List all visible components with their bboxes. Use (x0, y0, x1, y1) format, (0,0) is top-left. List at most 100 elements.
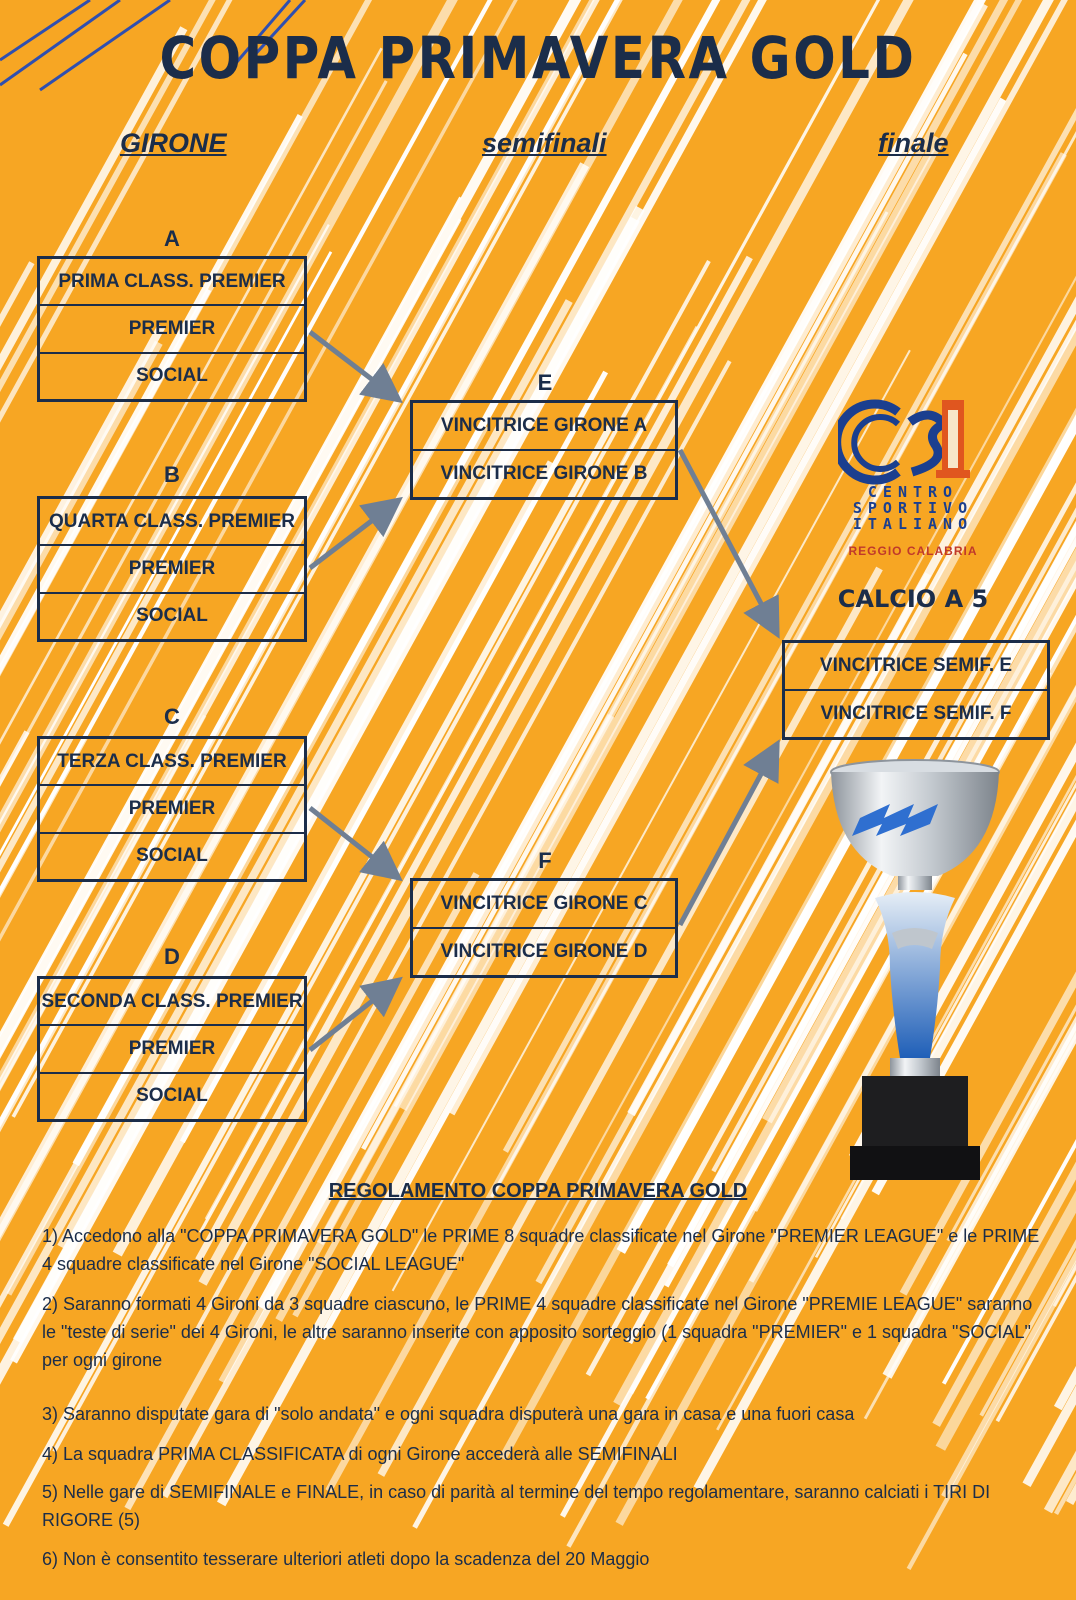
background-stripe (0, 162, 590, 1239)
csi-logo-icon (838, 399, 970, 485)
background-stripe (13, 205, 645, 1344)
group-b-premier: PREMIER (40, 546, 304, 594)
background-stripe (449, 0, 1068, 1116)
rule-3: 3) Saranno disputate gara di "solo andat… (42, 1404, 855, 1424)
group-box-b: QUARTA CLASS. PREMIER PREMIER SOCIAL (37, 496, 307, 642)
group-box-d: SECONDA CLASS. PREMIER PREMIER SOCIAL (37, 976, 307, 1122)
background-stripe (10, 0, 767, 1364)
background-stripe (0, 218, 462, 1059)
background-stripe (193, 360, 732, 1333)
background-stripe (124, 872, 480, 1511)
background-stripe (6, 425, 489, 1296)
group-letter-d: D (164, 944, 180, 969)
background-stripe (179, 370, 609, 1144)
background-stripe (0, 224, 330, 825)
background-stripe (941, 1249, 1076, 1498)
semifinal-e-team-2: VINCITRICE GIRONE B (440, 463, 648, 484)
group-c-seed: TERZA CLASS. PREMIER (40, 739, 304, 787)
background-stripe (0, 114, 303, 668)
background-stripe (935, 1190, 1076, 1451)
page-title: COPPA PRIMAVERA GOLD (159, 24, 917, 92)
rule-1: 1) Accedono alla "COPPA PRIMAVERA GOLD" … (42, 1226, 1040, 1274)
background-stripe (195, 255, 753, 1262)
group-letter-a: A (164, 226, 180, 251)
background-stripe (0, 0, 373, 677)
background-stripe (585, 482, 1076, 1377)
background-stripe (502, 107, 1076, 1153)
group-a-premier: PREMIER (40, 306, 304, 354)
background-stripe (0, 26, 188, 371)
background-stripe (0, 251, 333, 857)
semifinal-box-f: VINCITRICE GIRONE C VINCITRICE GIRONE D (410, 878, 678, 978)
background-stripe (863, 1032, 1076, 1420)
rule-6: 6) Non è consentito tesserare ulteriori … (42, 1549, 650, 1569)
background-stripe (941, 1139, 1076, 1385)
column-heading-semifinali: semifinali (482, 128, 607, 158)
background-stripe (1043, 1450, 1076, 1514)
group-b-seed: QUARTA CLASS. PREMIER (40, 499, 304, 547)
semifinal-f-team-2: VINCITRICE GIRONE D (440, 941, 648, 962)
group-d-premier: PREMIER (40, 1026, 304, 1074)
background-stripe (361, 52, 968, 1151)
rule-4: 4) La squadra PRIMA CLASSIFICATA di ogni… (42, 1444, 678, 1464)
background-stripe (377, 566, 883, 1477)
column-heading-girone: GIRONE (120, 128, 227, 158)
logo-text-italiano: ITALIANO (852, 515, 974, 533)
semifinal-f-team-1: VINCITRICE GIRONE C (413, 881, 675, 929)
group-b-social: SOCIAL (136, 605, 208, 627)
semifinal-letter-e: E (537, 370, 553, 395)
background-stripe (391, 349, 911, 1292)
semifinal-letter-f: F (538, 848, 552, 873)
background-stripe (946, 1004, 1076, 1242)
background-stripe (667, 520, 1076, 1268)
background-stripe (932, 1161, 1076, 1427)
background-stripe (871, 819, 1076, 1196)
background-stripe (0, 0, 582, 1057)
final-team-1: VINCITRICE SEMIF. E (785, 643, 1047, 691)
background-stripe (399, 135, 941, 1112)
background-stripe (0, 0, 518, 942)
trophy-icon (830, 759, 1000, 1180)
background-stripe (840, 790, 1076, 1220)
rule-2: 2) Saranno formati 4 Gironi da 3 squadre… (42, 1294, 1033, 1370)
group-letter-b: B (164, 462, 180, 487)
final-team-2: VINCITRICE SEMIF. F (820, 703, 1012, 724)
background-stripe (161, 3, 988, 1499)
background-stripe (748, 685, 1076, 1283)
sport-label: CALCIO A 5 (837, 585, 989, 613)
background-stripe (0, 0, 595, 1082)
background-stripe (204, 325, 698, 1220)
rule-5: 5) Nelle gare di SEMIFINALE e FINALE, in… (42, 1482, 991, 1530)
background-stripe (0, 0, 216, 393)
background-stripe (0, 561, 170, 873)
group-c-social: SOCIAL (136, 845, 208, 867)
background-stripe (0, 0, 233, 423)
logo-city: REGGIO CALABRIA (848, 544, 978, 558)
background-stripe (393, 211, 889, 1108)
column-heading-finale: finale (878, 128, 949, 158)
final-box: VINCITRICE SEMIF. E VINCITRICE SEMIF. F (782, 640, 1050, 740)
background-stripe (0, 299, 573, 1345)
group-a-social: SOCIAL (136, 365, 208, 387)
semifinal-e-team-1: VINCITRICE GIRONE A (413, 403, 675, 451)
group-d-seed: SECONDA CLASS. PREMIER (40, 979, 304, 1027)
background-stripe (412, 319, 1076, 1529)
logo-text-centro: CENTRO (867, 483, 959, 501)
group-box-a: PRIMA CLASS. PREMIER PREMIER SOCIAL (37, 256, 307, 402)
background-stripe (0, 324, 166, 629)
background-stripe (995, 1274, 1076, 1423)
background-stripe (917, 1015, 1076, 1309)
background-stripe (0, 80, 388, 787)
group-a-seed: PRIMA CLASS. PREMIER (40, 259, 304, 307)
background-stripe (693, 791, 1076, 1492)
semifinal-box-e: VINCITRICE GIRONE A VINCITRICE GIRONE B (410, 400, 678, 500)
logo-text-sportivo: SPORTIVO (852, 499, 974, 517)
group-letter-c: C (164, 704, 180, 729)
rules-title: REGOLAMENTO COPPA PRIMAVERA GOLD (328, 1180, 748, 1202)
group-d-social: SOCIAL (136, 1085, 208, 1107)
group-c-premier: PREMIER (40, 786, 304, 834)
background-stripe (72, 0, 721, 1167)
background-stripe (849, 742, 1076, 1160)
